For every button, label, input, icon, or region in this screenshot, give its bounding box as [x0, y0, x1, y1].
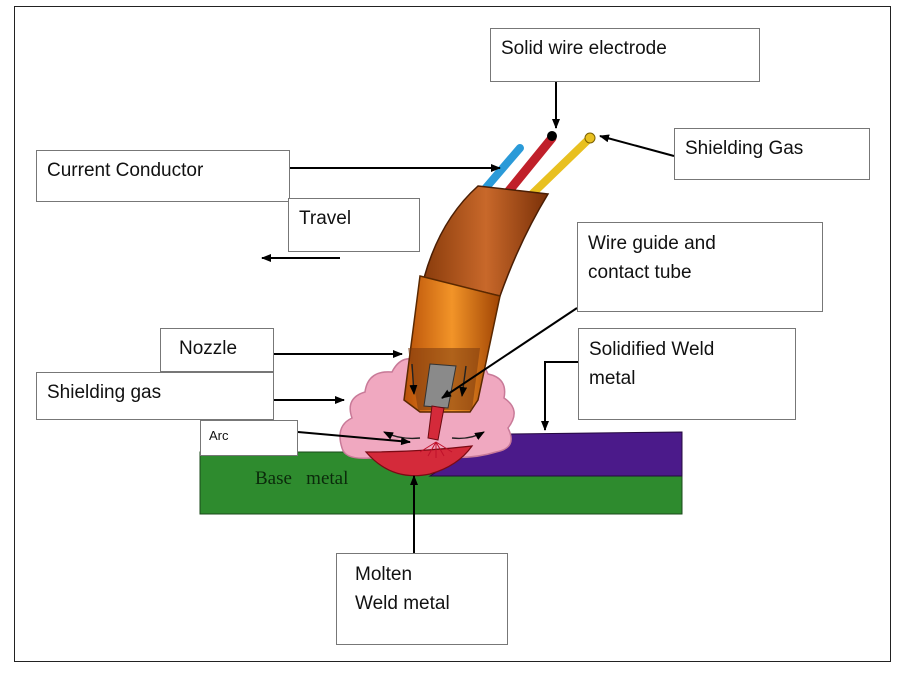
label-shielding-gas-text: Shielding gas — [47, 382, 162, 403]
label-shielding-gas-top-text: Shielding Gas — [685, 138, 804, 159]
label-nozzle-text: Nozzle — [179, 338, 238, 359]
label-travel: Travel — [288, 198, 420, 252]
label-arc: Arc — [200, 420, 298, 456]
label-molten-line2: Weld metal — [355, 593, 450, 615]
wire-yellow — [526, 134, 594, 200]
wire-red — [503, 133, 557, 197]
wire-red-tip — [547, 131, 557, 141]
label-current-conductor-text: Current Conductor — [47, 160, 204, 181]
label-molten-line1: Molten — [355, 564, 413, 585]
molten-pool — [364, 445, 474, 477]
wire-yellow-tip — [584, 132, 596, 144]
label-wire-guide-line1: Wire guide and — [588, 233, 716, 254]
label-solid-wire-electrode-text: Solid wire electrode — [501, 38, 667, 59]
label-shielding-gas: Shielding gas — [36, 372, 274, 420]
label-solidified-line1: Solidified Weld — [589, 339, 715, 360]
label-solidified-weld-metal: Solidified Weld metal — [578, 328, 796, 420]
label-molten-weld-metal: Molten Weld metal — [336, 553, 508, 645]
electrode-tip — [427, 405, 445, 441]
wire-blue — [480, 144, 524, 194]
gas-flow-arrows — [383, 363, 485, 440]
label-wire-guide-contact-tube: Wire guide and contact tube — [577, 222, 823, 312]
label-nozzle: Nozzle — [160, 328, 274, 372]
label-arc-text: Arc — [209, 428, 229, 443]
torch-hose — [423, 185, 550, 297]
label-travel-text: Travel — [299, 208, 352, 229]
base-metal-label: Base metal — [255, 468, 348, 489]
label-shielding-gas-top: Shielding Gas — [674, 128, 870, 180]
leader-arrows — [261, 82, 675, 553]
label-wire-guide-line2: contact tube — [588, 262, 692, 284]
label-current-conductor: Current Conductor — [36, 150, 290, 202]
label-solid-wire-electrode: Solid wire electrode — [490, 28, 760, 82]
label-solidified-line2: metal — [589, 368, 636, 390]
arc-rays — [419, 441, 453, 458]
